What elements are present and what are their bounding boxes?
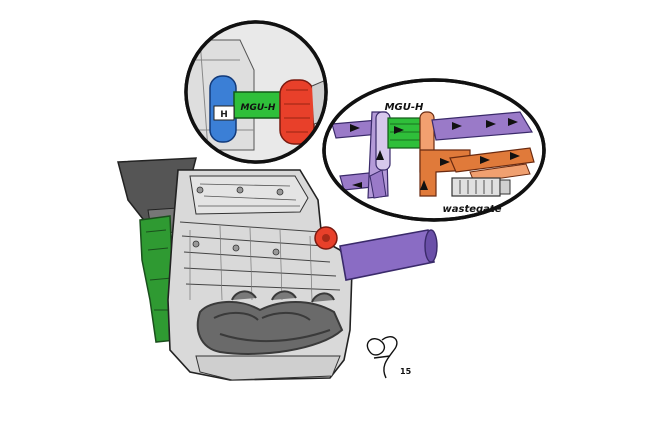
exhaust-outlet-duct: [431, 111, 534, 141]
svg-text:H: H: [220, 110, 228, 120]
signature-year: 15: [400, 367, 412, 376]
wastegate-label: wastegate: [443, 204, 502, 215]
mguh-label-left: MGU-H: [241, 103, 276, 113]
brand-logo-icon: [213, 105, 235, 121]
artist-signature: 15: [366, 336, 412, 379]
exhaust-manifold: [196, 290, 344, 355]
flow-arrow-icon: [350, 118, 520, 190]
mguh-schematic-shaft: [387, 117, 423, 149]
zoom-schematic-ellipse: MGU-H wastegate: [322, 78, 546, 222]
exhaust-outlet-pipe: [339, 229, 435, 281]
zoom-mguh-circle: H MGU-H: [184, 20, 328, 164]
engine-block: [117, 157, 438, 381]
mguh-label-right: MGU-H: [385, 102, 424, 113]
